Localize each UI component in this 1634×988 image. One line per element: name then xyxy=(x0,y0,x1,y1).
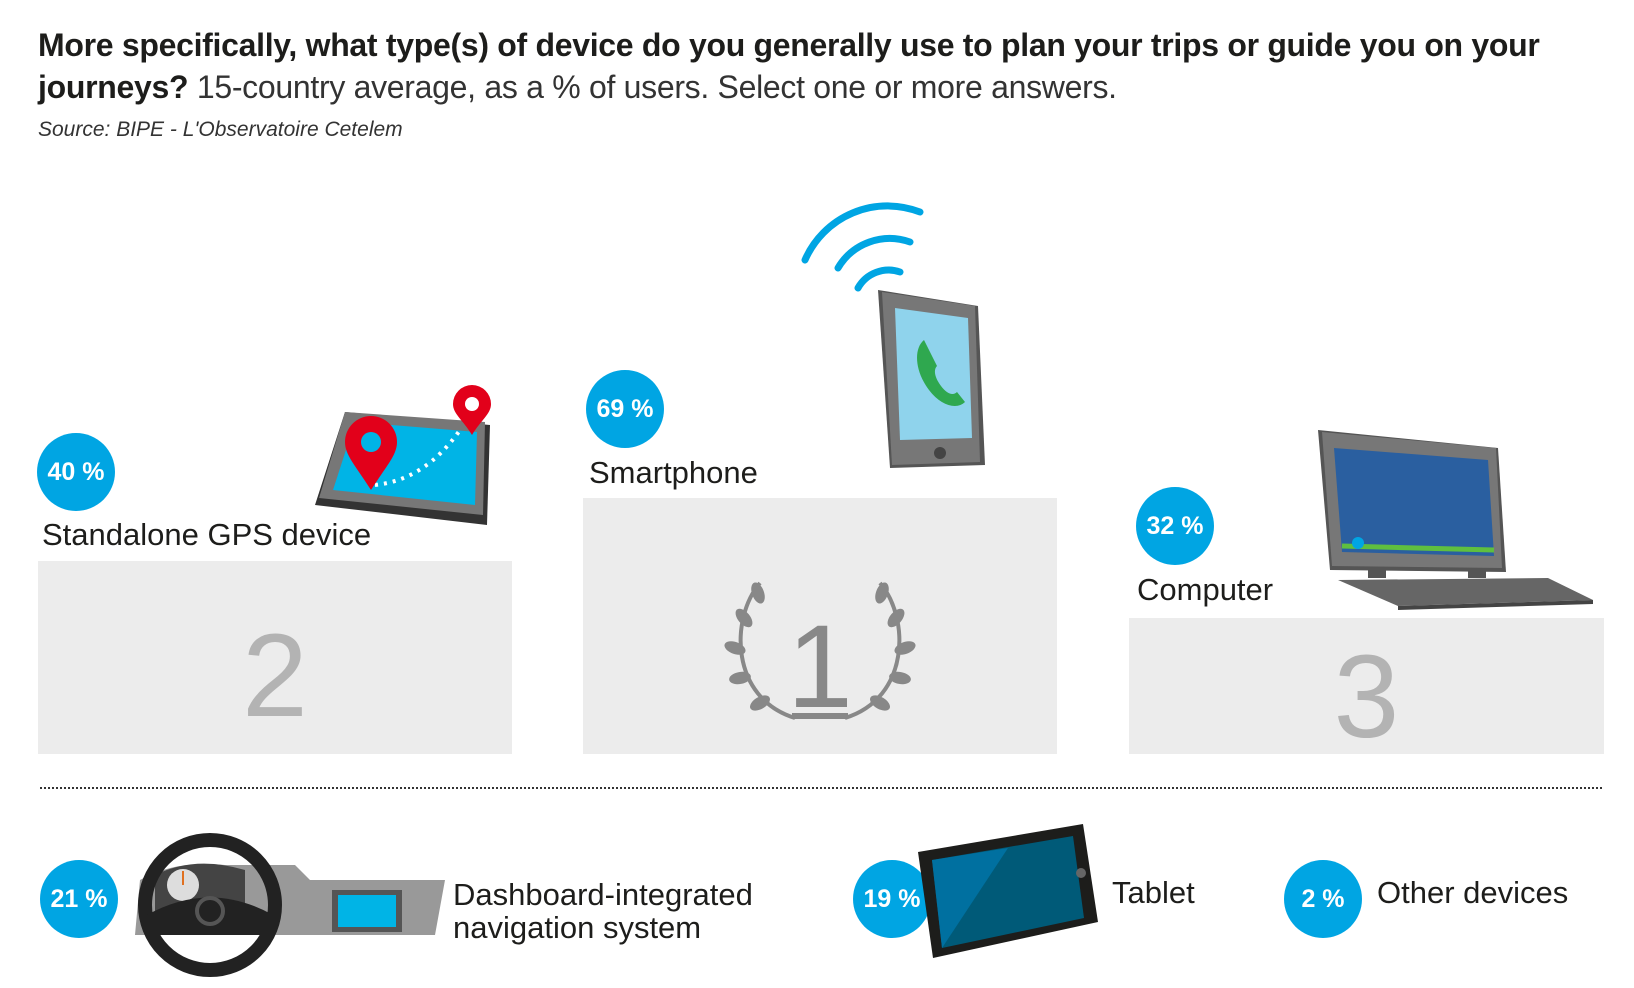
podium-third: 3 xyxy=(1129,618,1604,763)
rank-number: 3 xyxy=(1333,631,1400,763)
laurel-wreath-icon xyxy=(724,581,916,720)
percent-badge-computer: 32 % xyxy=(1136,487,1214,565)
title-question: More specifically, what type(s) of devic… xyxy=(38,27,1540,105)
podium-first: 1 xyxy=(583,498,1057,754)
percent-badge-other: 2 % xyxy=(1284,860,1362,938)
label-dashboard-line1: Dashboard-integrated xyxy=(453,877,753,912)
label-dashboard-line2: navigation system xyxy=(453,910,702,945)
podium-second: 2 xyxy=(38,561,512,754)
section-divider xyxy=(40,787,1602,789)
percent-badge-smartphone: 69 % xyxy=(586,370,664,448)
percent-badge-tablet: 19 % xyxy=(853,860,931,938)
label-other-devices: Other devices xyxy=(1377,875,1569,910)
percent-badge-dashboard: 21 % xyxy=(40,860,118,938)
dashboard-navigation-icon xyxy=(135,833,445,977)
tablet-icon xyxy=(918,824,1098,958)
label-tablet: Tablet xyxy=(1112,875,1195,910)
laptop-icon xyxy=(1318,430,1593,610)
rank-number: 1 xyxy=(787,601,853,733)
source-note: Source: BIPE - L'Observatoire Cetelem xyxy=(38,118,403,141)
rank-number: 2 xyxy=(242,610,308,742)
title-subtitle: 15-country average, as a % of users. Sel… xyxy=(196,69,1117,105)
page-title: More specifically, what type(s) of devic… xyxy=(38,24,1578,108)
gps-device-icon xyxy=(315,385,491,525)
label-smartphone: Smartphone xyxy=(589,455,758,490)
label-gps: Standalone GPS device xyxy=(42,517,372,552)
percent-badge-gps: 40 % xyxy=(37,433,115,511)
label-dashboard: Dashboard-integrated navigation system xyxy=(453,878,753,944)
smartphone-icon xyxy=(801,202,985,468)
label-computer: Computer xyxy=(1137,572,1274,607)
